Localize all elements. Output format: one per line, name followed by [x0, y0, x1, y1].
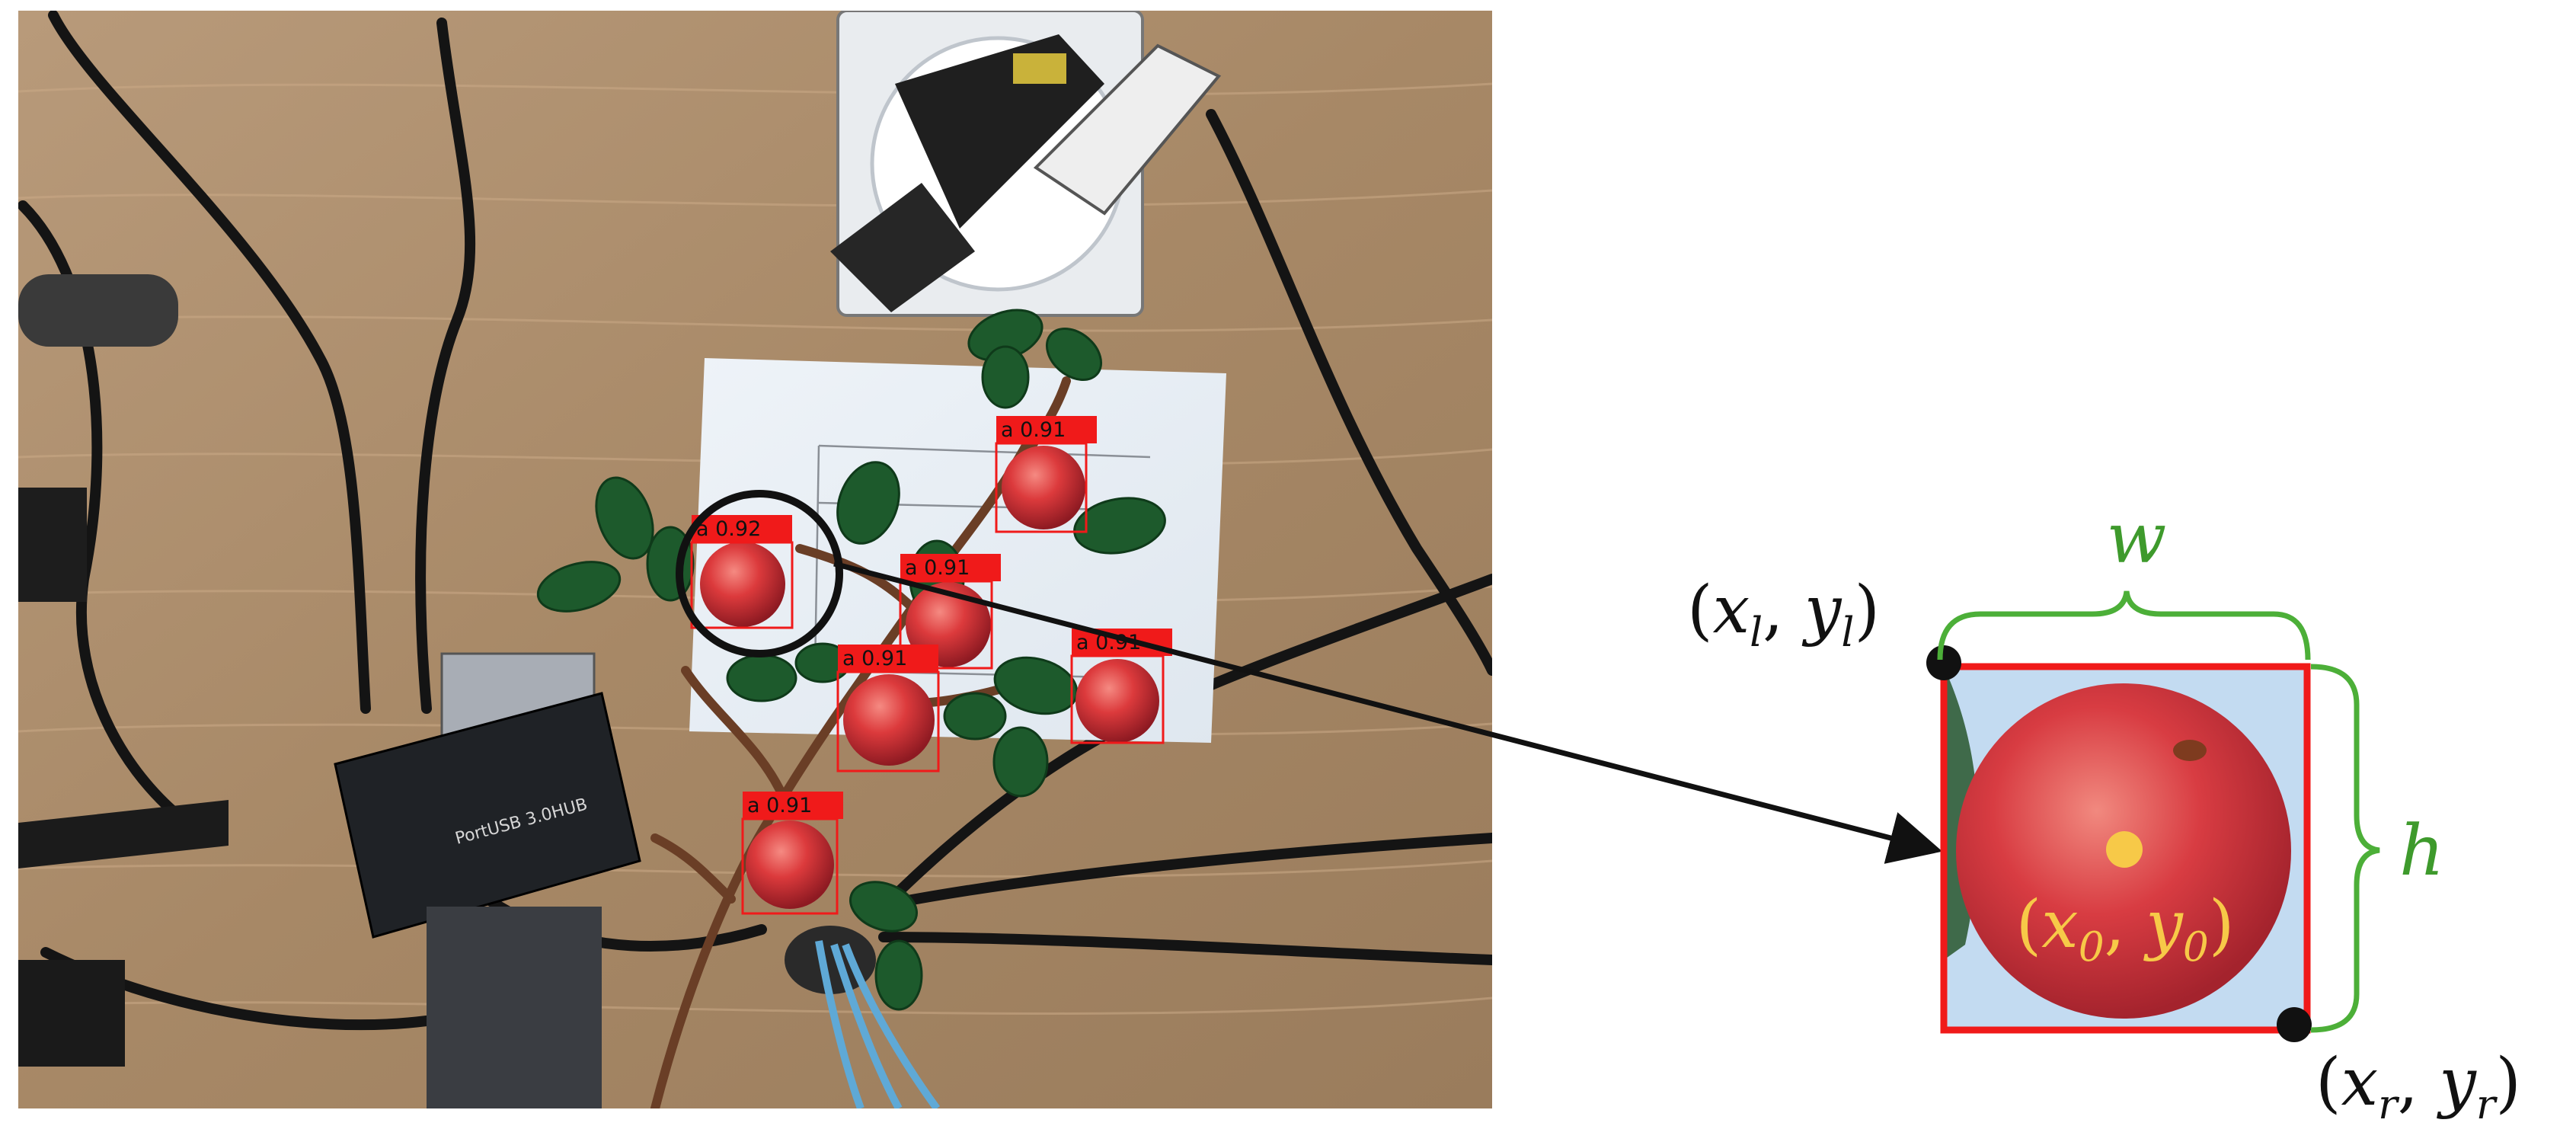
- height-symbol: h: [2399, 810, 2444, 891]
- bottom-right-corner-point: [2277, 1007, 2312, 1042]
- leaves: [536, 309, 1166, 1011]
- apples: [700, 446, 1159, 909]
- top-left-coordinate: (xl, yl): [1687, 572, 1880, 656]
- detection-label: a 0.92: [696, 517, 761, 541]
- detection-6: a 0.91: [741, 792, 843, 915]
- detection-label-background: [692, 515, 792, 542]
- top-left-corner-point: [1926, 645, 1961, 680]
- zoom-arrow: [833, 561, 1943, 864]
- left-bottom-box: [18, 960, 125, 1067]
- detection-label: a 0.91: [747, 794, 812, 817]
- zoom-panel: w h (xl, yl) (x0, y0) (xr, yr): [1687, 497, 2521, 1128]
- workbench-photo: PortUSB 3.0HUB a 0.92a 0.91a 0.91a 0.91a…: [18, 11, 1492, 1108]
- bottom-right-coordinate: (xr, yr): [2316, 1044, 2521, 1128]
- apple-1: [700, 542, 785, 627]
- detection-3: a 0.91: [899, 554, 1001, 670]
- left-bracket: [18, 800, 229, 868]
- detection-2: a 0.91: [995, 416, 1097, 533]
- detection-label-background: [900, 554, 1001, 581]
- detection-5: a 0.91: [1070, 629, 1172, 744]
- detection-label: a 0.91: [1001, 418, 1066, 442]
- apple-2: [1002, 446, 1085, 529]
- detections-layer: a 0.92 a 0.91 a 0.91 a 0.91 a 0.91 a 0.91: [690, 416, 1172, 915]
- apple-4: [843, 674, 935, 766]
- blue-cables: [815, 940, 941, 1108]
- width-brace: [1937, 590, 2311, 661]
- width-symbol: w: [2107, 497, 2167, 579]
- detection-label: a 0.91: [842, 647, 907, 670]
- branch-holder: [785, 926, 876, 994]
- zoom-bounding-box: [1940, 663, 2311, 1034]
- apple-5: [1075, 659, 1159, 743]
- apple-6: [746, 821, 834, 909]
- detection-label-background: [1072, 629, 1172, 656]
- detection-1: a 0.92: [690, 515, 794, 629]
- magnify-circle: [676, 490, 843, 657]
- detection-label-background: [743, 792, 843, 819]
- left-clip: [18, 488, 87, 602]
- center-point: [2106, 831, 2143, 868]
- left-device: [18, 274, 178, 347]
- detection-4: a 0.91: [836, 645, 940, 773]
- detection-label-background: [838, 645, 938, 672]
- detection-label-background: [996, 416, 1097, 443]
- detection-label: a 0.91: [905, 556, 970, 580]
- zoom-apple-stem: [2173, 740, 2207, 761]
- height-brace: [2310, 664, 2380, 1033]
- center-coordinate: (x0, y0): [2016, 887, 2235, 971]
- robot-arm: [830, 11, 1222, 317]
- usb-hub: PortUSB 3.0HUB: [334, 652, 641, 1108]
